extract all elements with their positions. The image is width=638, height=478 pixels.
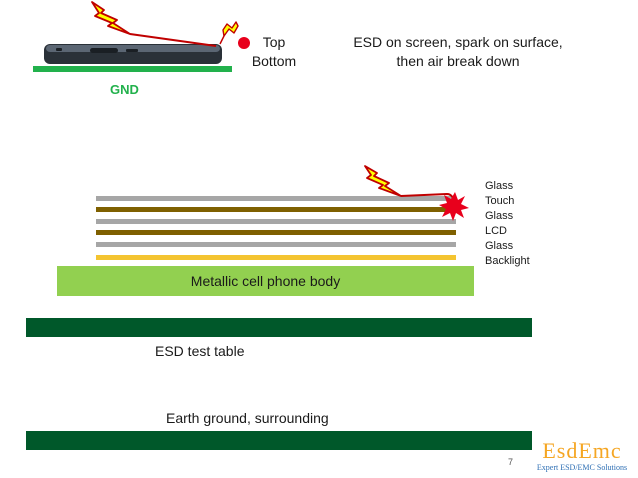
esdemc-logo: EsdEmc Expert ESD/EMC Solutions bbox=[528, 439, 636, 477]
earth-ground-label: Earth ground, surrounding bbox=[166, 410, 329, 426]
page-number: 7 bbox=[508, 457, 514, 467]
layer-stripe-backlight bbox=[96, 255, 456, 260]
layer-labels: Glass Touch Glass LCD Glass Backlight bbox=[485, 179, 530, 269]
spark-dot bbox=[238, 37, 250, 49]
phone-on-gnd-illustration bbox=[33, 1, 250, 72]
layer-label: Glass bbox=[485, 240, 514, 252]
title-line-2: then air break down bbox=[396, 53, 520, 69]
layer-stripe-glass-1 bbox=[96, 196, 456, 201]
logo-sub-text: Expert ESD/EMC Solutions bbox=[536, 463, 628, 472]
gnd-label: GND bbox=[110, 82, 139, 97]
spark-burst-icon bbox=[439, 192, 469, 221]
layer-stripe-touch bbox=[96, 207, 456, 212]
esd-test-table bbox=[26, 318, 532, 337]
layer-stripe-glass-3 bbox=[96, 242, 456, 247]
metallic-body-label: Metallic cell phone body bbox=[190, 273, 341, 289]
layer-label: Touch bbox=[485, 195, 515, 207]
surface-spark-illustration bbox=[364, 165, 469, 221]
title-line-1: ESD on screen, spark on surface, bbox=[353, 34, 563, 50]
logo-main-text: EsdEmc bbox=[542, 438, 622, 463]
layer-label: Glass bbox=[485, 210, 514, 222]
layer-label: LCD bbox=[485, 225, 508, 237]
earth-ground-plane bbox=[26, 431, 532, 450]
gnd-plate bbox=[33, 66, 232, 72]
lightning-bolt-icon bbox=[364, 165, 402, 197]
layer-stripe-glass-2 bbox=[96, 219, 456, 224]
esd-test-table-label: ESD test table bbox=[155, 343, 245, 359]
phone-icon bbox=[44, 44, 222, 64]
title-block: ESD on screen, spark on surface, then ai… bbox=[338, 33, 578, 71]
lightning-bolt-icon bbox=[91, 1, 217, 47]
lightning-bolt-icon bbox=[219, 21, 239, 45]
layer-stripe-lcd bbox=[96, 230, 456, 235]
layer-label: Backlight bbox=[485, 255, 530, 267]
layer-label: Glass bbox=[485, 180, 514, 192]
metallic-phone-body bbox=[57, 266, 474, 296]
top-label: Top bbox=[262, 34, 286, 50]
top-bottom-labels: Top Bottom bbox=[246, 33, 302, 71]
bottom-label: Bottom bbox=[251, 53, 297, 69]
